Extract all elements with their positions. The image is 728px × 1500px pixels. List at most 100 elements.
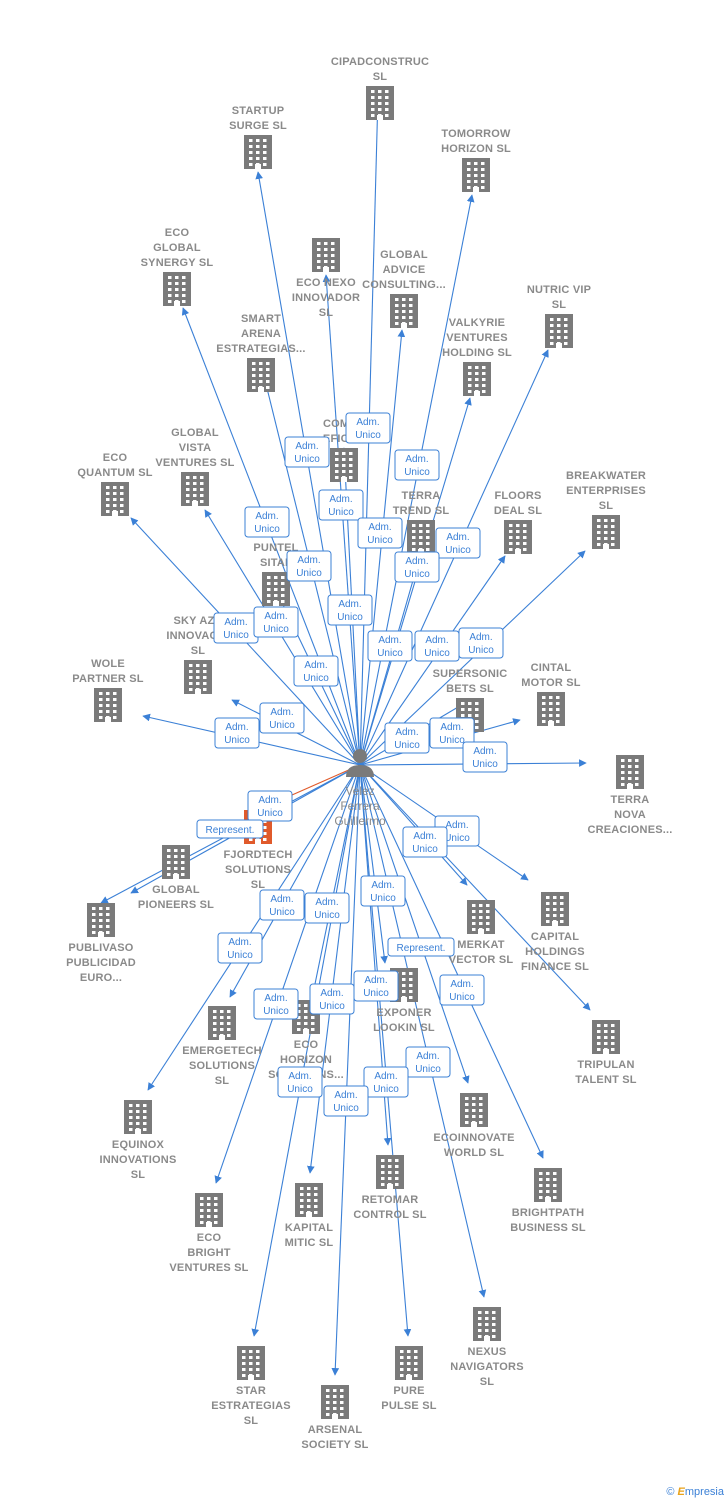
relation-label: Unico (287, 1084, 313, 1095)
relation-label: Unico (333, 1103, 359, 1114)
relation-label: Adm. (405, 454, 428, 465)
relation-label: Adm. (413, 831, 436, 842)
relation-label: Unico (377, 648, 403, 659)
company-label: ECO (197, 1232, 222, 1244)
relation-badge[interactable]: Adm.Unico (309, 983, 355, 1015)
company-label: HORIZON (280, 1054, 332, 1066)
relation-label: Adm. (368, 522, 391, 533)
company-label: SURGE SL (229, 120, 287, 132)
company-node-smart-arena[interactable]: SMARTARENAESTRATEGIAS... (216, 313, 305, 392)
building-icon (366, 86, 394, 120)
relation-label: Unico (328, 507, 354, 518)
relation-badge[interactable]: Adm.Unico (214, 717, 260, 749)
company-label: SL (215, 1075, 230, 1087)
relation-label: Adm. (224, 617, 247, 628)
relation-badge[interactable]: Adm.Unico (259, 702, 305, 734)
company-node-publivaso[interactable]: PUBLIVASOPUBLICIDADEURO... (66, 903, 136, 984)
relation-label: Unico (439, 735, 465, 746)
relation-badge[interactable]: Adm.Unico (429, 717, 475, 749)
relation-badge[interactable]: Adm.Unico (284, 436, 330, 468)
relation-badge[interactable]: Adm.Unico (458, 627, 504, 659)
company-label: CONSULTING... (362, 279, 446, 291)
relation-badge[interactable]: Adm.Unico (217, 932, 263, 964)
relation-badge[interactable]: Adm.Unico (360, 875, 406, 907)
relation-badge[interactable]: Adm.Unico (353, 970, 399, 1002)
relation-badge[interactable]: Adm.Unico (363, 1066, 409, 1098)
relation-badge[interactable]: Adm.Unico (304, 892, 350, 924)
relation-badge[interactable]: Adm.Unico (357, 517, 403, 549)
company-label: SL (131, 1169, 146, 1181)
relation-badge[interactable]: Adm.Unico (394, 449, 440, 481)
empresia-logo[interactable]: © Empresia (666, 1486, 724, 1498)
relation-badge[interactable]: Adm.Unico (244, 506, 290, 538)
relation-label: Adm. (374, 1071, 397, 1082)
relation-label: Unico (227, 950, 253, 961)
building-icon (395, 1346, 423, 1380)
relation-badge[interactable]: Adm.Unico (213, 612, 259, 644)
relation-badge[interactable]: Adm.Unico (345, 412, 391, 444)
relation-badge[interactable]: Adm.Unico (253, 988, 299, 1020)
relation-label: Adm. (416, 1051, 439, 1062)
relation-badge[interactable]: Adm.Unico (253, 606, 299, 638)
edge-eco-bright (214, 764, 361, 1184)
relation-badge[interactable]: Represent. (387, 937, 455, 957)
relation-badge[interactable]: Adm.Unico (259, 889, 305, 921)
relation-badge[interactable]: Adm.Unico (327, 594, 373, 626)
relation-badge[interactable]: Represent. (196, 819, 264, 839)
relation-badge[interactable]: Adm.Unico (293, 655, 339, 687)
relation-badge[interactable]: Adm.Unico (247, 790, 293, 822)
relation-badge[interactable]: Adm.Unico (277, 1066, 323, 1098)
relation-label: Unico (444, 833, 470, 844)
relation-badge[interactable]: Adm.Unico (367, 630, 413, 662)
relation-badge[interactable]: Adm.Unico (394, 551, 440, 583)
relation-badge[interactable]: Adm.Unico (402, 826, 448, 858)
relation-badge[interactable]: Adm.Unico (384, 722, 430, 754)
relation-badge[interactable]: Adm.Unico (435, 527, 481, 559)
company-label: BETS SL (446, 683, 494, 695)
building-icon (94, 688, 122, 722)
relation-badge[interactable]: Adm.Unico (439, 974, 485, 1006)
relation-badge[interactable]: Adm.Unico (323, 1085, 369, 1117)
building-icon (473, 1307, 501, 1341)
company-node-terra-nova[interactable]: TERRANOVACREACIONES... (587, 755, 672, 836)
relation-badge[interactable]: Adm.Unico (318, 489, 364, 521)
building-icon (321, 1385, 349, 1419)
company-node-global-advice[interactable]: GLOBALADVICECONSULTING... (362, 249, 446, 328)
relation-badge[interactable]: Adm.Unico (414, 630, 460, 662)
relation-badge[interactable]: Adm.Unico (405, 1046, 451, 1078)
relation-badge[interactable]: Adm.Unico (286, 550, 332, 582)
relation-badge[interactable]: Adm.Unico (462, 741, 508, 773)
